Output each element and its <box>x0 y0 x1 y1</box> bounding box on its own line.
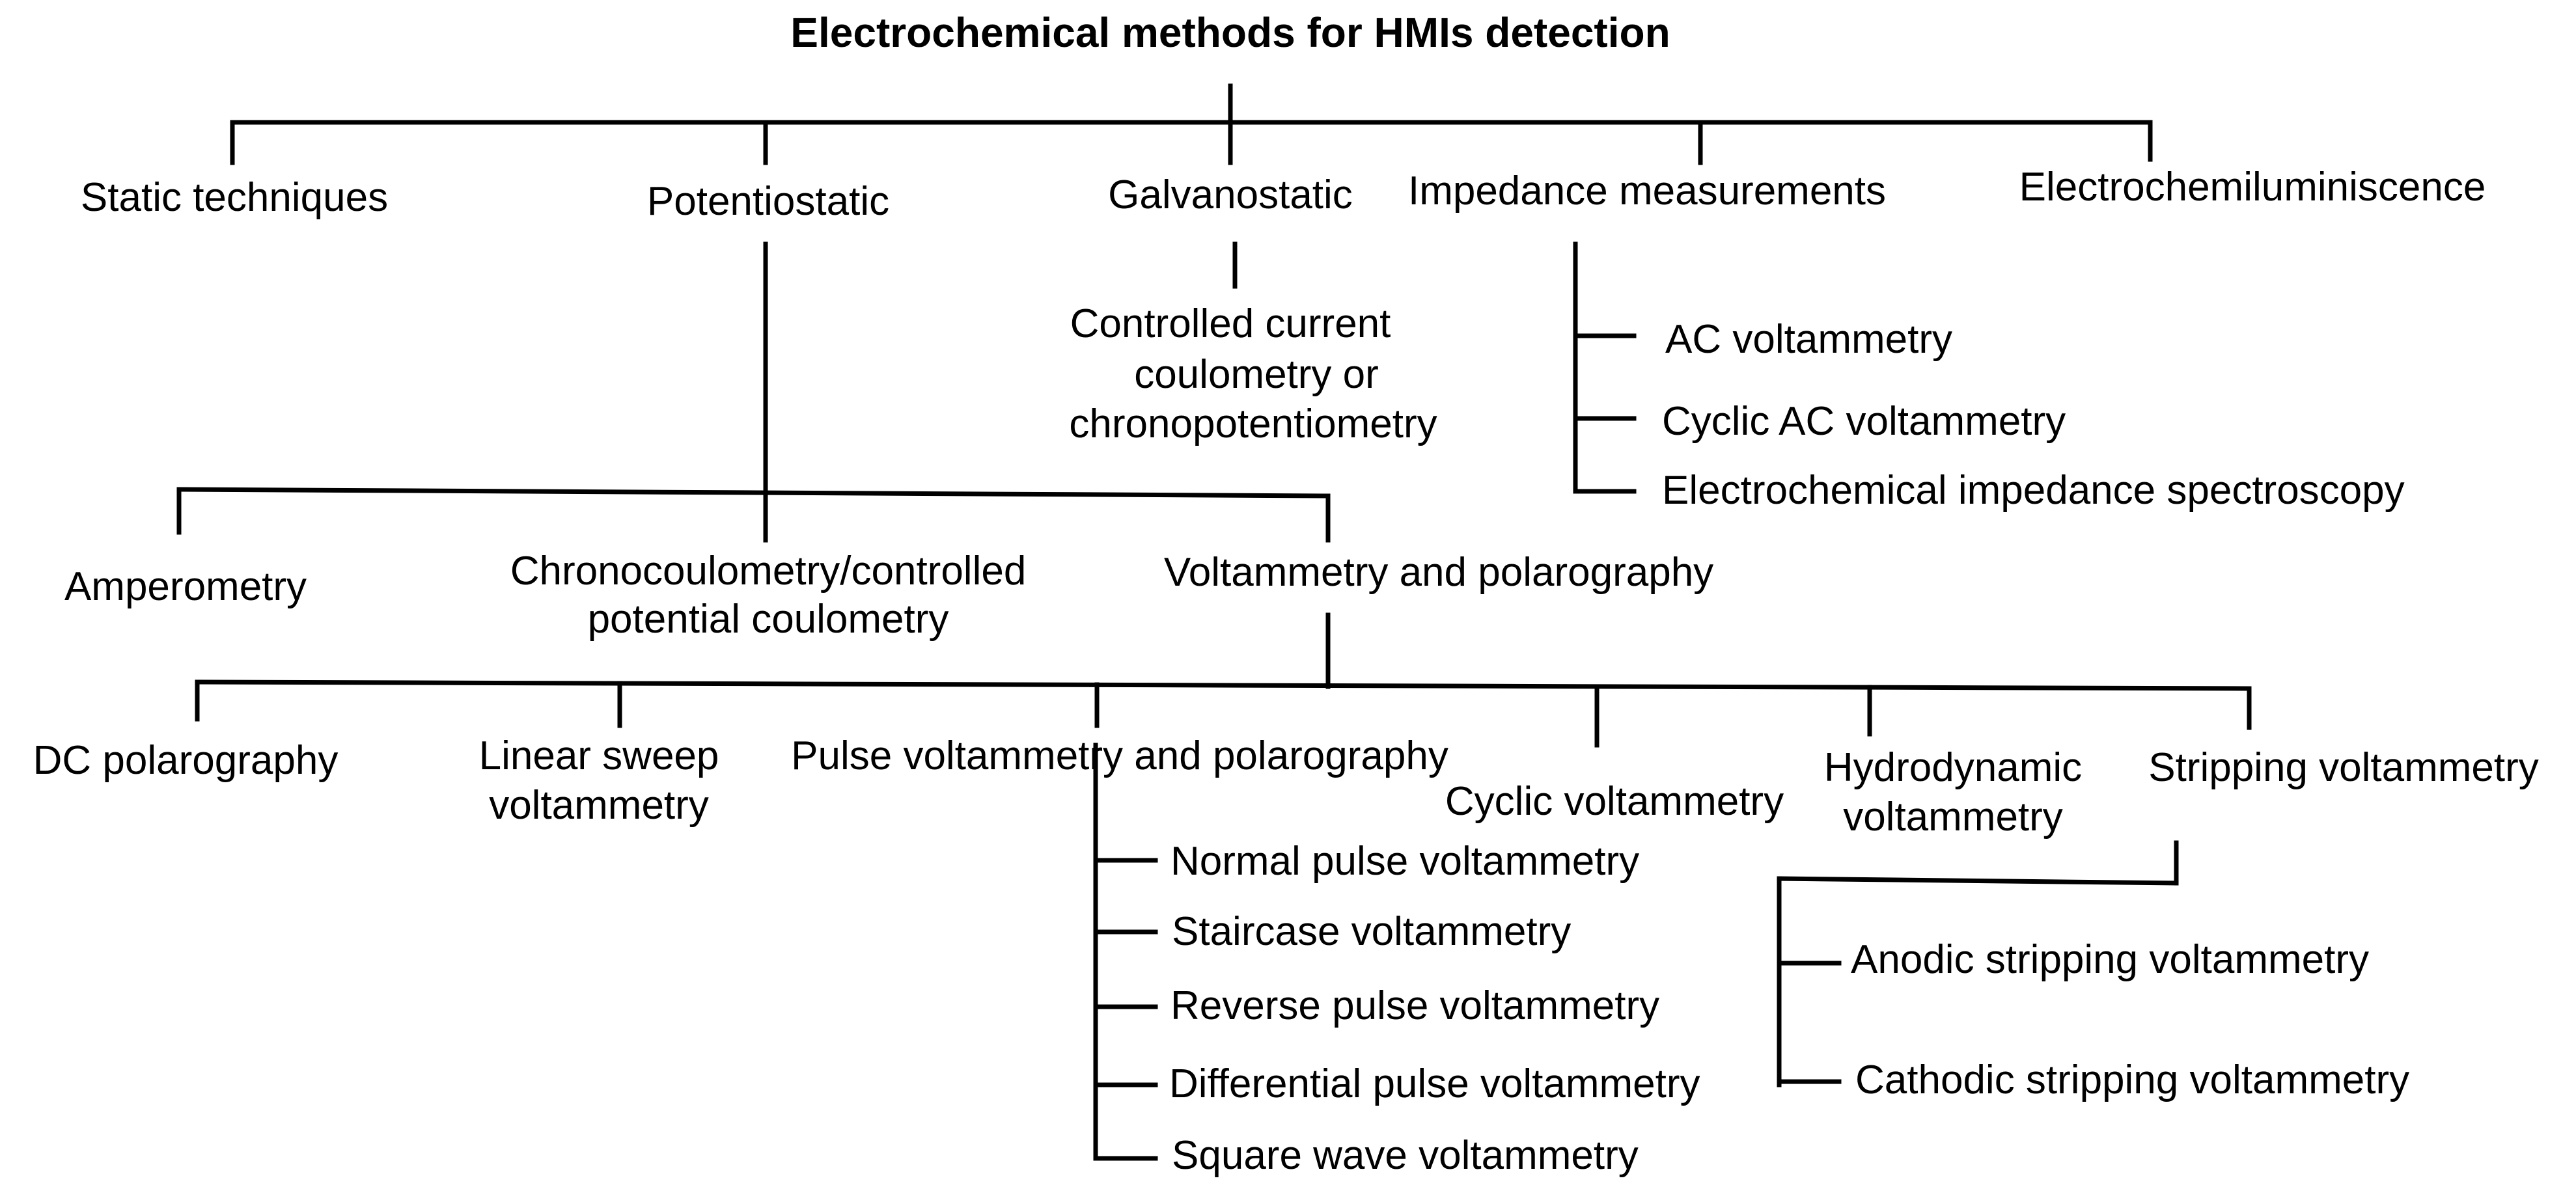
node-potentiostatic: Potentiostatic <box>646 179 890 224</box>
node-eis: Electrochemical impedance spectroscopy <box>1662 468 2405 513</box>
node-normal-pulse: Normal pulse voltammetry <box>1170 839 1640 884</box>
node-anodic-stripping: Anodic stripping voltammetry <box>1851 937 2369 982</box>
node-cyclic-ac-voltammetry: Cyclic AC voltammetry <box>1662 399 2066 444</box>
node-staircase: Staircase voltammetry <box>1172 909 1572 954</box>
node-linear-sweep-2: voltammetry <box>489 783 709 828</box>
node-static-techniques: Static techniques <box>80 175 389 220</box>
node-chronocoulometry-2: potential coulometry <box>587 597 949 642</box>
node-amperometry: Amperometry <box>64 564 307 609</box>
node-controlled-current-2: coulometry or <box>1134 352 1379 397</box>
node-hydrodynamic-2: voltammetry <box>1843 795 2063 840</box>
node-linear-sweep-1: Linear sweep <box>478 733 719 778</box>
stripping-bar <box>1777 876 2179 886</box>
node-stripping-voltammetry: Stripping voltammetry <box>2148 745 2539 790</box>
node-chronocoulometry-1: Chronocoulometry/controlled <box>510 549 1027 594</box>
node-electrochemiluminiscence: Electrochemiluminiscence <box>2019 165 2486 210</box>
node-impedance-measurements: Impedance measurements <box>1407 169 1887 213</box>
node-controlled-current-1: Controlled current <box>1070 301 1391 346</box>
node-pulse-voltammetry: Pulse voltammetry and polarography <box>791 733 1448 778</box>
node-square-wave: Square wave voltammetry <box>1172 1133 1639 1178</box>
node-ac-voltammetry: AC voltammetry <box>1665 317 1952 362</box>
node-galvanostatic: Galvanostatic <box>1108 172 1353 217</box>
node-controlled-current-3: chronopotentiometry <box>1069 402 1437 446</box>
node-voltammetry-polarography: Voltammetry and polarography <box>1163 550 1714 595</box>
node-reverse-pulse: Reverse pulse voltammetry <box>1170 983 1660 1028</box>
node-differential-pulse: Differential pulse voltammetry <box>1169 1061 1700 1106</box>
node-cathodic-stripping: Cathodic stripping voltammetry <box>1855 1058 2410 1102</box>
level3-bar <box>195 679 2252 691</box>
diagram-title: Electrochemical methods for HMIs detecti… <box>790 9 1670 56</box>
node-dc-polarography: DC polarography <box>33 738 339 783</box>
node-cyclic-voltammetry: Cyclic voltammetry <box>1445 779 1784 824</box>
node-hydrodynamic-1: Hydrodynamic <box>1823 745 2083 790</box>
level2-bar <box>176 487 1331 499</box>
